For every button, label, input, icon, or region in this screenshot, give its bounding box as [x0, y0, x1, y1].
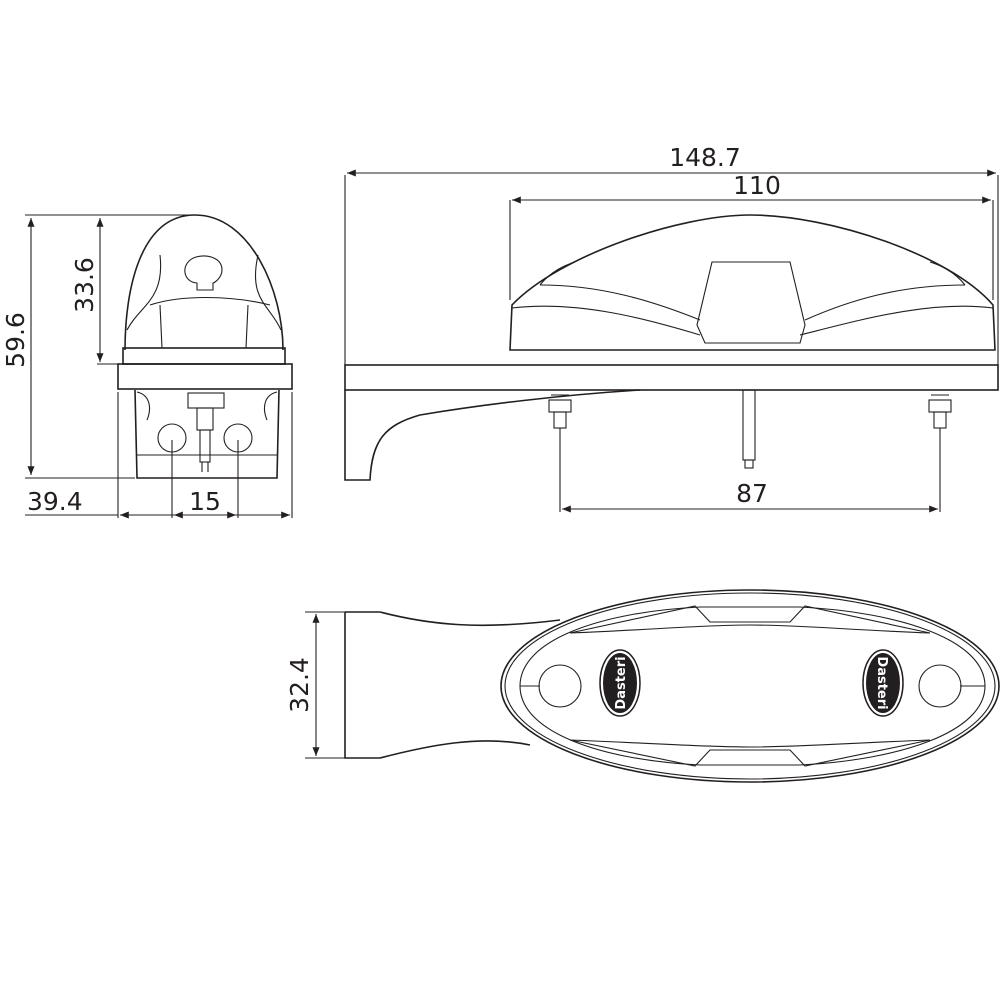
front-view: 59.6 33.6 39.4 15: [1, 214, 293, 519]
side-base-plate: [344, 364, 999, 391]
logo-badge-right: Dasteri: [862, 649, 904, 717]
bottom-mount-arm: [344, 611, 561, 759]
side-view: 148.7 110 87: [344, 143, 999, 513]
dim-base-width: 39.4: [27, 487, 83, 516]
side-lens: [509, 214, 996, 351]
logo-text: Dasteri: [874, 656, 889, 709]
logo-text: Dasteri: [614, 656, 629, 709]
dim-bottom-width: 32.4: [285, 657, 314, 713]
dim-lens-height: 33.6: [70, 257, 99, 313]
bottom-view: Dasteri Dasteri 32.4: [285, 589, 1000, 783]
mount-stud-left: [548, 394, 572, 429]
front-lens-dome: [124, 214, 284, 351]
side-lens-center-prism: [696, 261, 806, 344]
mounting-hole-right: [918, 664, 985, 708]
bottom-outer-rim: [500, 589, 1000, 783]
cable-pin: [742, 389, 756, 469]
side-dimensions: 148.7 110 87: [344, 143, 999, 513]
bottom-dimensions: 32.4: [285, 611, 345, 759]
front-dimensions: 59.6 33.6 39.4 15: [1, 214, 293, 519]
side-mount-arm: [344, 389, 641, 481]
dim-overall-length: 148.7: [669, 143, 741, 172]
dim-lens-length: 110: [733, 171, 781, 200]
logo-badge-left: Dasteri: [599, 649, 641, 717]
front-lens-knob-icon: [184, 255, 223, 291]
dim-mount-spacing: 87: [736, 479, 768, 508]
mount-stud-right: [928, 394, 952, 429]
dim-hole-spacing: 15: [189, 487, 221, 516]
dim-total-height: 59.6: [1, 312, 30, 368]
mounting-hole-left: [520, 664, 582, 708]
